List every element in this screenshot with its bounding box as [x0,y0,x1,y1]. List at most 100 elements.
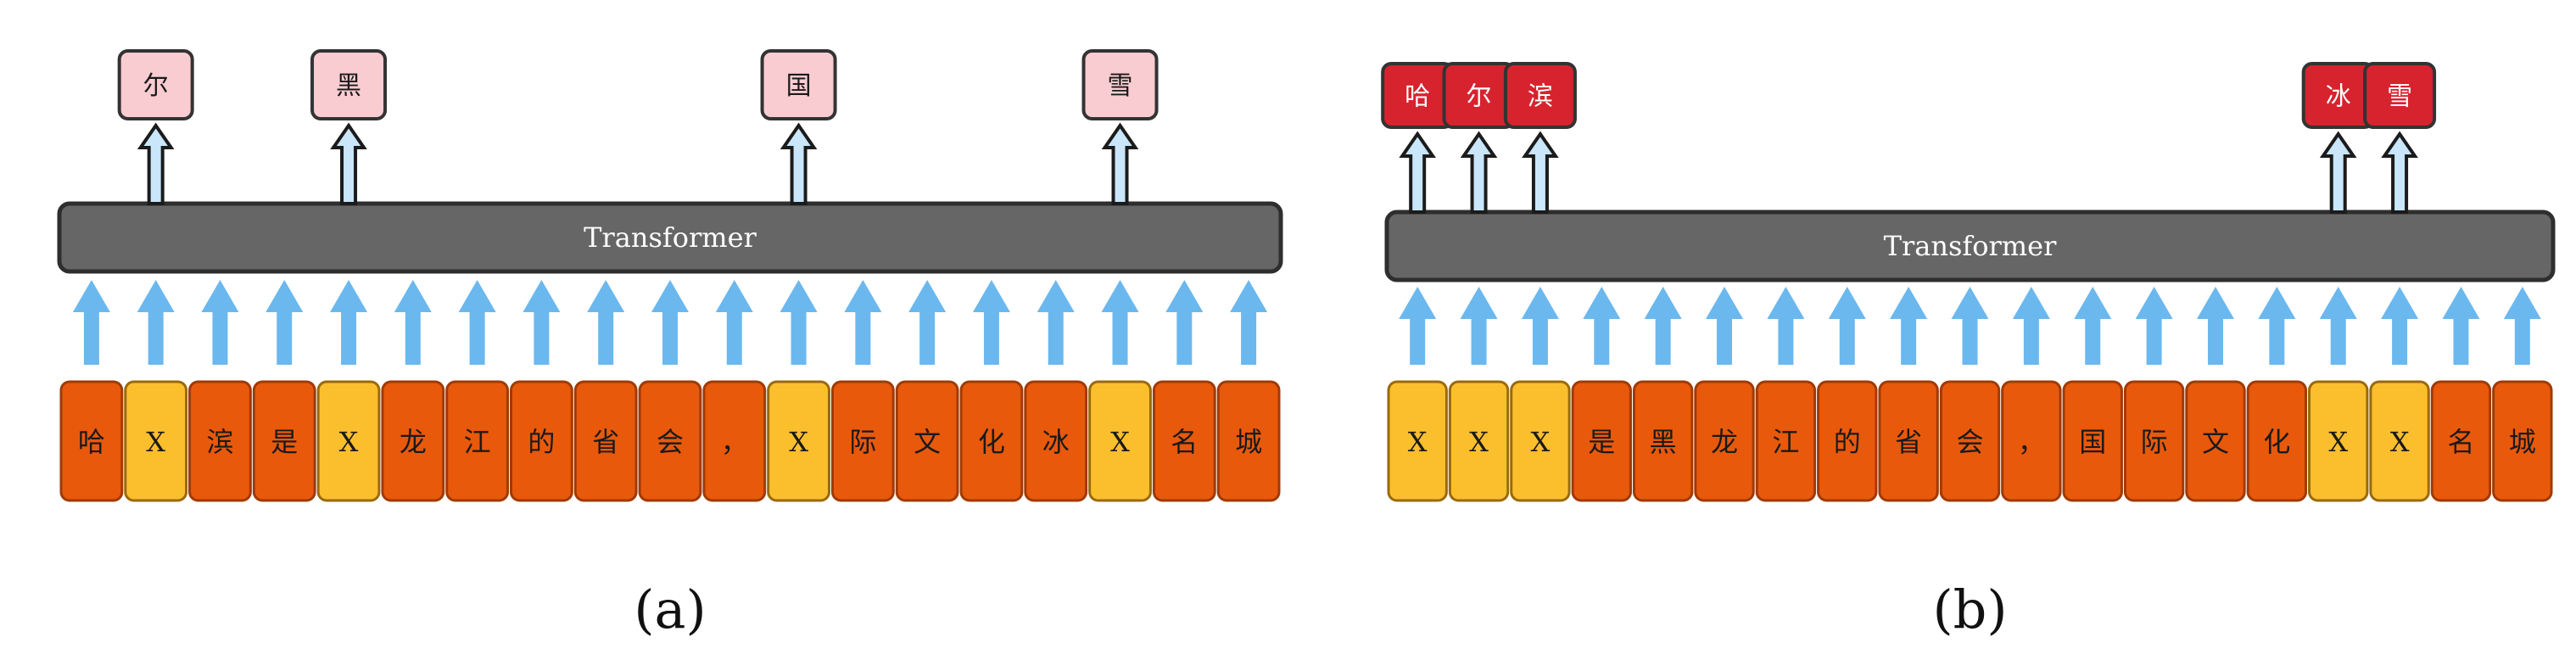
input-token-label: X [146,426,165,458]
predicted-token-label: 冰 [2326,82,2351,112]
predicted-token-label: 哈 [1405,82,1430,112]
predicted-token-label: 雪 [1108,71,1133,101]
input-token-label: X [339,426,359,458]
predicted-token [1081,49,1159,120]
input-token-label: X [1110,426,1130,458]
input-token [381,380,445,502]
output-arrow [2381,131,2418,214]
input-arrow [458,280,496,365]
input-token [2246,380,2308,502]
output-arrow [780,122,818,205]
input-arrow [1583,287,1621,365]
input-arrow [908,280,947,365]
input-arrow [1037,280,1075,365]
input-token-label: 省 [592,426,619,458]
input-arrow [1165,280,1204,365]
input-token [2185,380,2246,502]
input-arrow [72,280,110,365]
input-arrow [2012,287,2050,365]
input-token-label: 会 [1956,426,1983,458]
input-arrow [651,280,689,365]
masked-token [2369,380,2430,502]
output-arrow [1399,131,1436,214]
input-arrow [137,280,175,365]
output-arrow [1522,131,1559,214]
input-token-label: 城 [2509,426,2536,458]
input-token [1694,380,1755,502]
input-token-label: X [1469,426,1489,458]
input-token [2492,380,2553,502]
input-token [895,380,959,502]
input-arrow [972,280,1010,365]
input-token [59,380,124,502]
output-arrow [2319,131,2357,214]
input-token [188,380,252,502]
input-token-label: 名 [1171,426,1198,458]
transformer-block [1384,210,2556,282]
input-token [1939,380,2001,502]
predicted-token-label: 雪 [2387,82,2412,112]
predicted-token-label: 黑 [336,71,361,101]
input-arrow [522,280,561,365]
panel-caption: (a) [634,579,706,640]
input-token [1216,380,1281,502]
masked-token [124,380,188,502]
input-token-label: 黑 [1650,426,1677,458]
masked-token [2308,380,2369,502]
input-token [2001,380,2062,502]
input-token [1755,380,1817,502]
predicted-token-label: 尔 [1467,82,1492,112]
input-token-label: ， [721,426,748,458]
output-arrow [1101,122,1139,205]
input-token-label: 省 [1895,426,1922,458]
input-token-label: 国 [2079,426,2106,458]
input-token [959,380,1024,502]
output-arrow [330,122,367,205]
masked-token [1448,380,1510,502]
input-arrow [265,280,304,365]
input-arrow [394,280,432,365]
masked-token [767,380,830,502]
input-token-label: 龙 [1711,426,1738,458]
input-arrow [780,280,818,365]
input-token-label: 的 [528,426,555,458]
predicted-token [760,49,837,120]
input-arrow [2135,287,2173,365]
input-token [1878,380,1939,502]
input-token [573,380,638,502]
input-token-label: 是 [271,426,298,458]
input-token-label: 龙 [400,426,427,458]
input-arrow [1890,287,1928,365]
input-arrow [1460,287,1498,365]
predicted-token-label: 滨 [1528,82,1553,112]
input-token-label: 际 [849,426,876,458]
input-token-label: 滨 [206,426,233,458]
input-token [2123,380,2185,502]
input-token-label: 文 [914,426,941,458]
input-token-label: 是 [1588,426,1615,458]
input-token-label: ， [2018,426,2045,458]
input-arrow [2503,287,2541,365]
input-arrow [330,280,368,365]
input-token [1632,380,1694,502]
predicted-token-label: 尔 [143,71,169,101]
input-arrow [587,280,625,365]
input-token-label: 名 [2447,426,2474,458]
input-arrow [1230,280,1268,365]
input-token [445,380,510,502]
predicted-token [117,49,194,120]
panel-caption: (b) [1932,579,2007,640]
masked-token [1510,380,1571,502]
input-token-label: 城 [1235,426,1262,458]
input-token-label: X [2328,426,2348,458]
predicted-token-label: 国 [786,71,812,101]
input-token [830,380,895,502]
predicted-token [1503,62,1577,129]
input-token-label: 江 [1772,426,1799,458]
input-token [2430,380,2492,502]
input-arrow [1706,287,1744,365]
input-token-label: X [789,426,808,458]
predicted-token [310,49,388,120]
input-arrow [2196,287,2234,365]
